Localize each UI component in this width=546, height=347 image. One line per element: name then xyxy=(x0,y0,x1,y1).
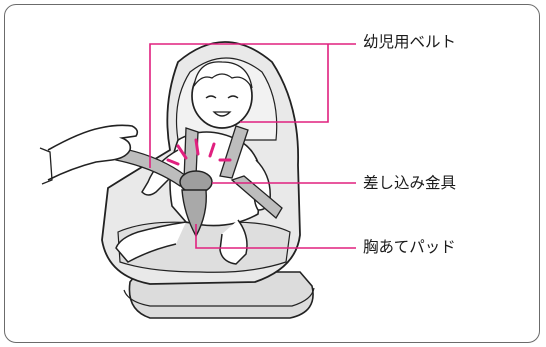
pulled-strap xyxy=(115,147,187,187)
pink-burst-icon xyxy=(166,138,232,166)
adult-sleeve xyxy=(39,147,53,185)
seat-base-rim xyxy=(123,287,315,307)
lap-strap xyxy=(230,175,283,219)
adult-hand xyxy=(47,124,139,181)
label-infant-belt: 幼児用ベルト xyxy=(363,33,457,51)
child-hair xyxy=(193,61,253,89)
child-right-leg xyxy=(219,219,248,265)
leader-belt xyxy=(149,43,356,168)
child-mouth xyxy=(212,111,232,117)
label-buckle: 差し込み金具 xyxy=(363,174,457,192)
leader-lines xyxy=(149,43,356,249)
child-eyes xyxy=(205,95,239,99)
label-chest-pad: 胸あてパッド xyxy=(363,238,456,256)
child-left-leg xyxy=(115,221,187,263)
leader-pad xyxy=(195,224,356,249)
